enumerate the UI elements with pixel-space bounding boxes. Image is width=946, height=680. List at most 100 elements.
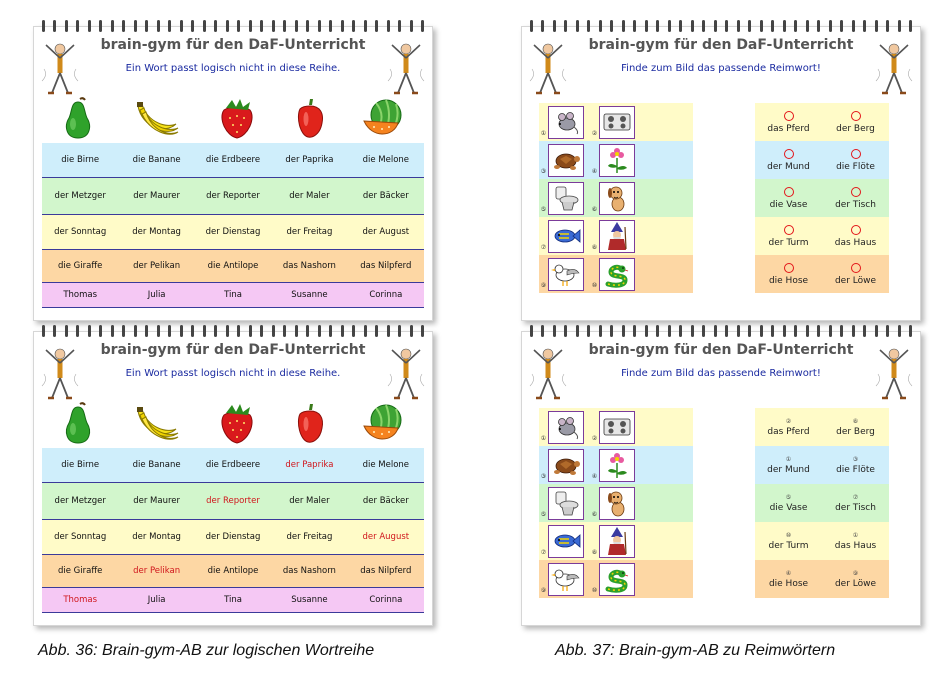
spiral-ring (110, 20, 114, 32)
item-number: ⑩ (591, 587, 598, 594)
rhyme-word-label: das Pferd (767, 123, 810, 134)
spiral-ring (644, 20, 648, 32)
strawberry-icon (216, 401, 258, 445)
wizard-icon (599, 219, 635, 253)
item-number: ① (540, 435, 547, 442)
card-reimwort-exercise: brain-gym für den DaF-Unterricht Finde z… (521, 20, 921, 321)
spiral-ring (340, 325, 344, 337)
spiral-ring (87, 20, 91, 32)
answer-circle-icon[interactable] (783, 262, 794, 273)
item-number: ⑨ (540, 587, 547, 594)
word-cell: der Maurer (133, 496, 180, 506)
turtle-icon (548, 143, 584, 177)
spiral-ring (99, 20, 103, 32)
word-cell: der Maler (289, 191, 330, 201)
answer-circle-icon[interactable] (783, 110, 794, 121)
spiral-ring (552, 325, 556, 337)
word-cell: der Freitag (286, 532, 333, 542)
spiral-ring (817, 325, 821, 337)
spiral-ring (329, 325, 333, 337)
spiral-ring (248, 325, 252, 337)
banana-icon (132, 98, 180, 138)
seagull-icon (548, 562, 584, 596)
answer-circle-icon[interactable] (850, 148, 861, 159)
answer-circle-icon[interactable] (783, 148, 794, 159)
card-subtitle: Ein Wort passt logisch nicht in diese Re… (125, 63, 341, 74)
melon-icon (362, 402, 406, 444)
spiral-ring (851, 325, 855, 337)
spiral-ring (110, 325, 114, 337)
rhyme-word-label: der Berg (836, 123, 875, 134)
item-number: ⑦ (540, 549, 547, 556)
word-cell: die Erdbeere (205, 155, 261, 165)
word-cell: Corinna (369, 595, 403, 605)
rhyme-row: das Pferd der Berg (755, 103, 889, 141)
card-title: brain-gym für den DaF-Unterricht (588, 37, 854, 53)
spiral-ring (53, 20, 57, 32)
rhyme-word-label: die Vase (769, 199, 808, 210)
word-cell: der Bäcker (362, 496, 409, 506)
word-cell: der August (362, 532, 410, 542)
card-subtitle: Ein Wort passt logisch nicht in diese Re… (125, 368, 341, 379)
word-cell: Susanne (291, 595, 328, 605)
spiral-ring (340, 20, 344, 32)
answer-circle-icon[interactable] (783, 186, 794, 197)
spiral-ring (690, 20, 694, 32)
spiral-ring (191, 20, 195, 32)
caption-left: Abb. 36: Brain-gym-AB zur logischen Wort… (38, 642, 375, 659)
rhyme-word-label: der Mund (767, 464, 810, 475)
spiral-ring (260, 20, 264, 32)
answer-circle-icon[interactable] (850, 110, 861, 121)
spiral-binding (530, 20, 912, 32)
item-number: ③ (540, 168, 547, 175)
word-cell: die Birne (61, 460, 100, 470)
spiral-ring (759, 325, 763, 337)
solution-number: ② (785, 417, 792, 425)
spiral-ring (329, 20, 333, 32)
solution-number: ⑦ (852, 493, 859, 501)
spiral-ring (386, 325, 390, 337)
word-cell: die Antilope (207, 566, 259, 576)
answer-circle-icon[interactable] (783, 224, 794, 235)
spiral-ring (794, 20, 798, 32)
spiral-ring (53, 325, 57, 337)
word-cell: der Freitag (286, 227, 333, 237)
answer-circle-icon[interactable] (850, 262, 861, 273)
spiral-ring (271, 20, 275, 32)
spiral-ring (317, 325, 321, 337)
rhyme-word-label: der Tisch (835, 502, 876, 513)
spiral-ring (633, 325, 637, 337)
spiral-ring (863, 20, 867, 32)
rhyme-word-label: der Löwe (834, 578, 877, 589)
answer-circle-icon[interactable] (850, 224, 861, 235)
pear-icon (60, 96, 96, 140)
word-cell: der Maurer (133, 191, 180, 201)
spiral-ring (260, 325, 264, 337)
word-cell: der August (362, 227, 410, 237)
caption-right: Abb. 37: Brain-gym-AB zu Reimwörtern (555, 642, 836, 659)
item-number: ② (591, 435, 598, 442)
spiral-ring (42, 20, 45, 32)
spiral-ring (375, 325, 379, 337)
rhyme-word-label: die Flöte (836, 161, 875, 172)
spiral-ring (667, 325, 671, 337)
spiral-ring (214, 20, 218, 32)
spiral-ring (794, 325, 798, 337)
item-number: ⑤ (540, 511, 547, 518)
gym-figure-icon (528, 346, 568, 402)
solution-number: ① (785, 455, 792, 463)
answer-circle-icon[interactable] (850, 186, 861, 197)
word-cell: die Giraffe (57, 261, 103, 271)
spiral-ring (908, 20, 912, 32)
spiral-ring (541, 20, 545, 32)
